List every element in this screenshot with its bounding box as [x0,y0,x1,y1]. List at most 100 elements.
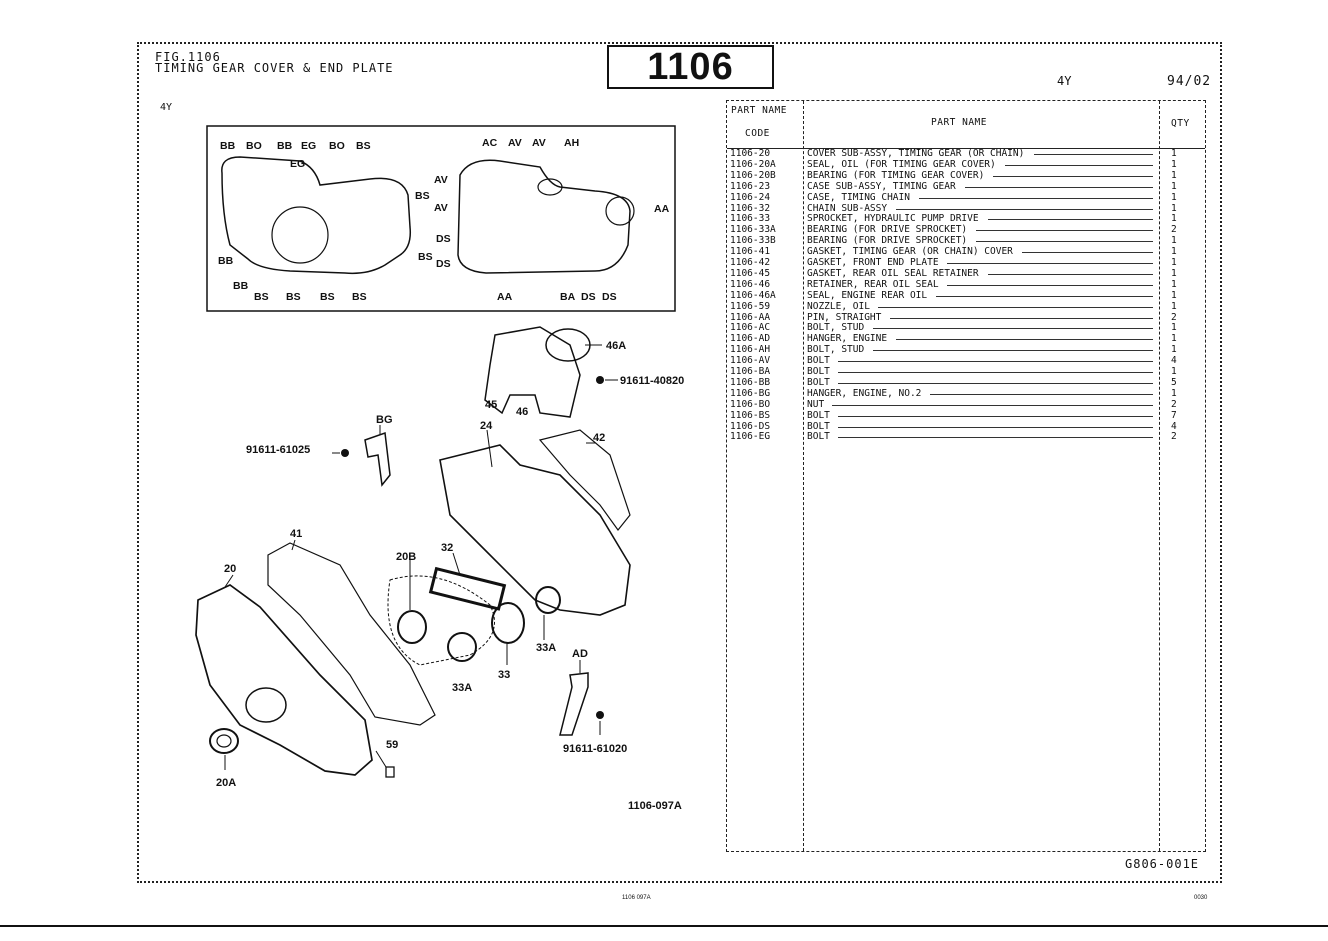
part-code: 1106-AH [730,344,771,356]
callout-46a: 46A [606,340,626,352]
header-divider [727,148,1205,149]
leader-dash [872,350,1153,352]
part-qty: 1 [1171,191,1177,203]
callout-45: 45 [485,399,497,411]
part-name: BOLT, STUD [807,344,865,356]
inset-label: BS [286,291,301,303]
leader-dash [838,382,1153,384]
leader-dash [838,361,1153,363]
part-code: 1106-AD [730,333,771,345]
inset-label: AV [532,137,546,149]
timing-gear-cover [195,584,373,776]
leader-dash [964,186,1153,188]
part-qty: 5 [1171,376,1177,388]
callout-ad: AD [572,648,588,660]
callout-33a-left: 33A [452,682,472,694]
part-code: 1106-32 [730,202,771,214]
part-name: GASKET, REAR OIL SEAL RETAINER [807,267,979,279]
part-name: BEARING (FOR DRIVE SPROCKET) [807,224,968,236]
part-code: 1106-DS [730,420,771,432]
bolt-icon [596,376,604,384]
timing-cover-gasket [267,542,436,726]
inset-label: AA [654,203,670,215]
inset-label: EG [290,158,305,170]
part-code: 1106-42 [730,257,771,268]
callout-20: 20 [224,563,236,575]
header-code-line2: CODE [745,128,770,139]
inset-label: BB [218,255,234,267]
figure-number-box: 1106 [607,45,774,89]
document-code: G806-001E [1125,857,1200,871]
part-name: BOLT [807,355,830,367]
callout-59: 59 [386,739,398,751]
part-name: BEARING (FOR TIMING GEAR COVER) [807,169,985,181]
callout-24: 24 [480,420,493,432]
part-name: HANGER, ENGINE, NO.2 [807,387,922,399]
engine-hanger [559,672,589,736]
timing-chain-case [439,444,631,616]
callout-32: 32 [441,542,453,554]
part-name: BOLT, STUD [807,322,865,334]
bolt-icon [341,449,349,457]
inset-label: BS [356,140,371,152]
part-name: BOLT [807,366,830,377]
leader-dash [976,230,1153,232]
leader-dash [895,339,1153,341]
leader-dash [1004,164,1153,166]
part-code: 1106-BA [730,366,771,377]
part-name: PIN, STRAIGHT [807,311,882,323]
inset-label: DS [436,233,451,245]
part-code: 1106-AC [730,322,771,334]
inset-box [206,125,676,312]
leader-dash [838,437,1153,439]
inset-label: AV [434,202,448,214]
sprocket-33 [491,602,525,644]
bearing-33a-right [535,586,561,614]
part-code: 1106-33A [730,224,776,236]
header-code-line1: PART NAME [731,105,787,116]
bottom-page-ref: 0030 [1194,895,1208,901]
part-code: 1106-BB [730,376,771,388]
oil-nozzle [385,766,395,778]
part-code: 1106-EG [730,431,771,443]
part-code: 1106-AV [730,355,771,367]
part-qty: 2 [1171,431,1177,443]
callout-bolt-91611-40820: 91611-40820 [620,375,684,387]
leader-dash [1033,154,1153,155]
part-name: BEARING (FOR DRIVE SPROCKET) [807,235,968,247]
part-name: GASKET, FRONT END PLATE [807,257,939,268]
front-end-plate-gasket [538,429,631,531]
leader-dash [838,372,1153,373]
part-qty: 1 [1171,289,1177,301]
bolt-icon [596,711,604,719]
exploded-parts-diagram: BB BO BB EG BO BS EG BS BB BB BS BS BS B… [195,125,684,812]
leader-dash [987,273,1153,275]
column-divider [803,101,804,851]
leader-dash [889,317,1153,319]
part-code: 1106-24 [730,191,771,203]
part-code: 1106-45 [730,267,771,279]
part-qty: 1 [1171,213,1177,225]
part-qty: 1 [1171,333,1177,345]
part-code: 1106-41 [730,246,771,258]
part-qty: 7 [1171,409,1177,421]
leader-dash [838,415,1153,417]
part-name: SEAL, ENGINE REAR OIL [807,289,928,301]
bottom-rule [0,925,1328,927]
part-qty: 2 [1171,311,1177,323]
part-qty: 1 [1171,202,1177,214]
part-name: GASKET, TIMING GEAR (OR CHAIN) COVER [807,246,1013,258]
part-qty: 1 [1171,278,1177,290]
leader-dash [947,284,1153,286]
part-code: 1106-20 [730,148,771,159]
inset-cover-hole [271,206,329,264]
